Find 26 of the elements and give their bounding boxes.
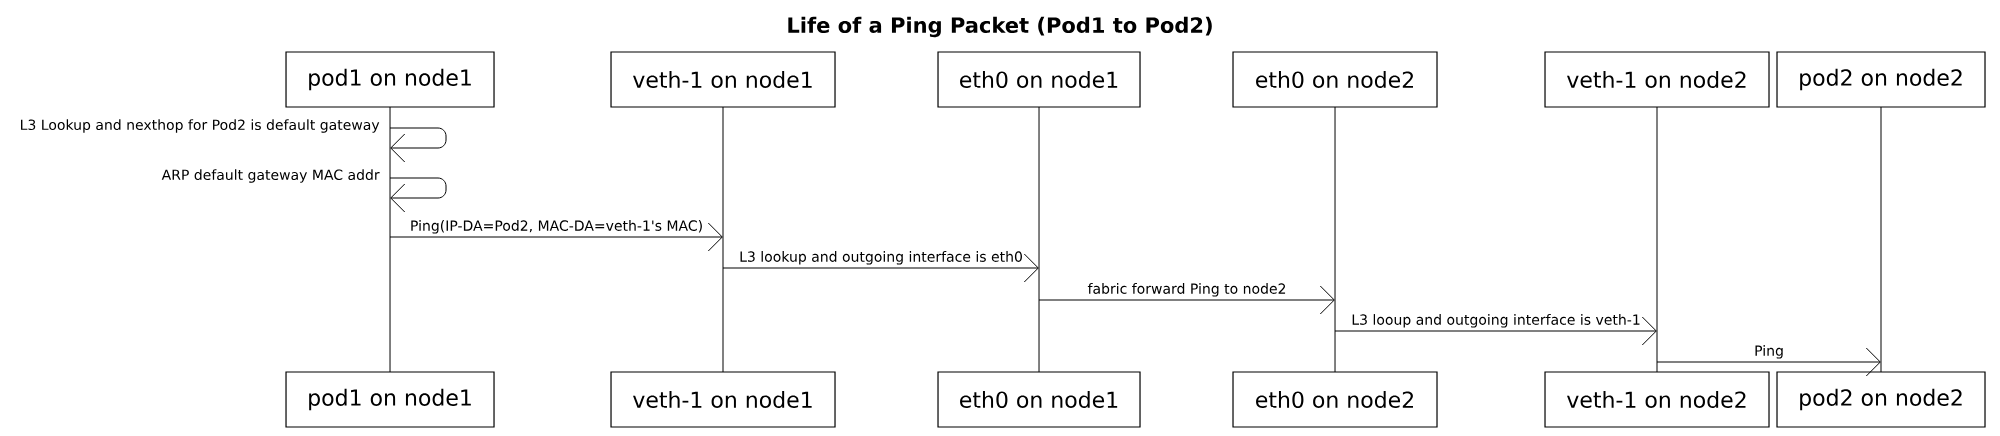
message-label: Ping(IP-DA=Pod2, MAC-DA=veth-1's MAC) (411, 220, 702, 234)
participant-box: pod1 on node1 (285, 51, 495, 108)
message-arrow (722, 253, 1039, 283)
participant-box: veth-1 on node2 (1544, 51, 1770, 108)
participant-box: veth-1 on node2 (1544, 371, 1770, 428)
participant-box: eth0 on node1 (937, 51, 1141, 108)
participant-box: veth-1 on node1 (610, 51, 836, 108)
title: Life of a Ping Packet (Pod1 to Pod2) (788, 16, 1212, 38)
participant-box: eth0 on node2 (1232, 371, 1438, 428)
self-message-arrow (389, 127, 447, 163)
participant-box: pod2 on node2 (1776, 51, 1986, 108)
message-label: L3 lookup and outgoing interface is eth0 (740, 251, 1022, 265)
message-arrow (1334, 316, 1657, 346)
message-arrow (1656, 347, 1881, 377)
participant-box: veth-1 on node1 (610, 371, 836, 428)
message-label: L3 Lookup and nexthop for Pod2 is default gateway (21, 119, 380, 133)
message-label: ARP default gateway MAC addr (161, 169, 380, 183)
message-arrow (389, 222, 723, 252)
participant-box: pod2 on node2 (1776, 371, 1986, 428)
message-arrow (1038, 285, 1335, 315)
participant-box: eth0 on node2 (1232, 51, 1438, 108)
participant-box: pod1 on node1 (285, 371, 495, 428)
participant-box: eth0 on node1 (937, 371, 1141, 428)
message-label: Ping (1755, 345, 1783, 359)
message-label: L3 looup and outgoing interface is veth-1 (1352, 314, 1640, 328)
message-label: fabric forward Ping to node2 (1087, 283, 1286, 297)
